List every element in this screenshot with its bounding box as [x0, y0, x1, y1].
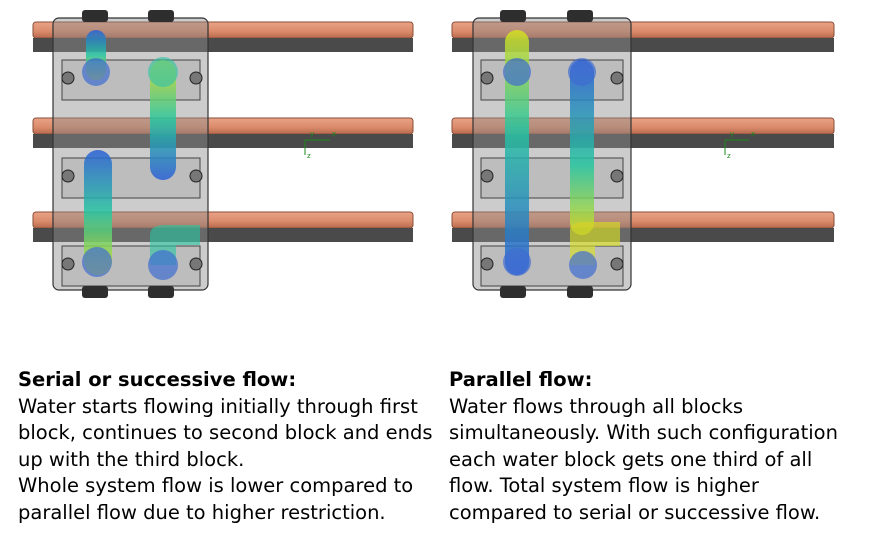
axis-triad: y x z	[304, 130, 336, 160]
axis-y-label: y	[730, 130, 734, 138]
cold-plate-bottom	[32, 211, 414, 242]
parallel-line: compared to serial or successive flow.	[449, 500, 821, 524]
flow-streamlines	[503, 30, 620, 279]
parallel-line: flow. Total system flow is higher	[449, 474, 759, 497]
parallel-line: each water block gets one third of all	[449, 447, 813, 471]
flow-streamlines	[82, 30, 200, 280]
cold-plate-bottom	[451, 211, 835, 242]
serial-caption: Serial or successive flow: Water starts …	[18, 367, 433, 526]
axis-triad: y x z	[724, 130, 755, 160]
serial-flow-panel: y x z Serial or successive flow: Water s…	[0, 0, 433, 533]
parallel-flow-panel: y x z Parallel flow: Water flows through…	[435, 0, 875, 533]
axis-z-label: z	[727, 152, 731, 160]
axis-x-label: x	[332, 130, 336, 138]
axis-z-label: z	[307, 152, 311, 160]
serial-heading: Serial or successive flow:	[18, 368, 297, 391]
axis-y-label: y	[310, 130, 314, 138]
serial-line: Water starts flowing initially through f…	[18, 394, 418, 418]
cold-plate-middle	[32, 117, 414, 148]
serial-line: block, continues to second block and end…	[18, 421, 433, 444]
parallel-flow-diagram: y x z	[451, 10, 835, 298]
serial-flow-diagram: y x z	[32, 10, 414, 298]
axis-x-label: x	[751, 130, 755, 138]
parallel-caption: Parallel flow: Water flows through all b…	[449, 367, 869, 526]
serial-line: up with the third block.	[18, 447, 245, 471]
parallel-line: simultaneously. With such configuration	[449, 421, 838, 444]
manifold-body	[52, 10, 209, 298]
serial-line: Whole system flow is lower compared to	[18, 474, 414, 497]
cold-plate-top	[32, 21, 414, 52]
parallel-heading: Parallel flow:	[449, 368, 593, 391]
cold-plate-top	[451, 21, 835, 52]
parallel-line: Water flows through all blocks	[449, 394, 744, 418]
manifold-body	[472, 10, 632, 298]
cold-plate-middle	[451, 117, 835, 148]
serial-line: parallel flow due to higher restriction.	[18, 500, 386, 524]
